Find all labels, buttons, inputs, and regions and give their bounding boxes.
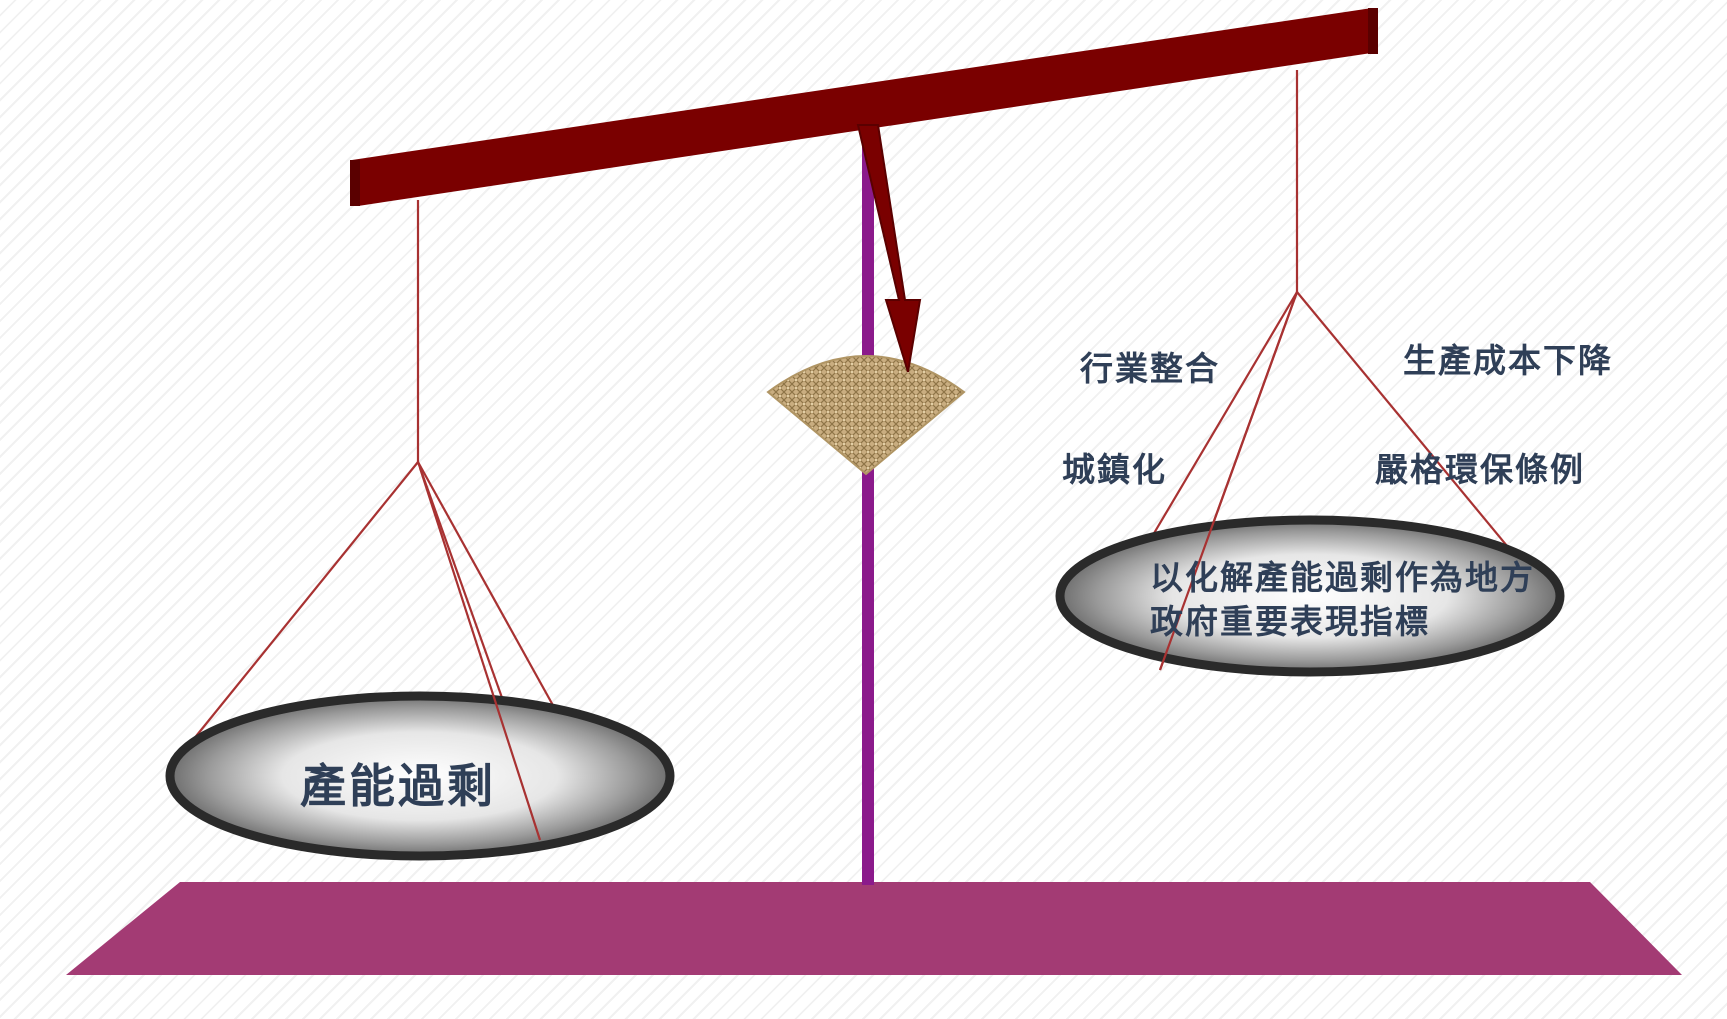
front-strings	[418, 291, 1299, 841]
scale-base	[66, 882, 1682, 975]
factor-industry-consolidation: 行業整合	[1080, 349, 1220, 388]
right-pan-label-line2: 政府重要表現指標	[1150, 602, 1430, 641]
factor-strict-environment-rules: 嚴格環保條例	[1375, 450, 1585, 489]
left-pan	[165, 691, 675, 861]
scale-beam	[352, 8, 1378, 206]
left-pan-label: 產能過剩	[300, 759, 496, 813]
factor-urbanization: 城鎮化	[1062, 450, 1167, 489]
pointer-arrow	[856, 124, 922, 373]
scale-post	[862, 140, 874, 885]
right-pan-label-line1: 以化解產能過剩作為地方	[1150, 558, 1535, 597]
right-pan	[1055, 515, 1565, 677]
counterweight	[766, 355, 966, 476]
left-pan-strings	[179, 200, 561, 839]
factor-cost-reduction: 生產成本下降	[1403, 341, 1613, 380]
right-pan-label: 以化解產能過剩作為地方 政府重要表現指標	[1150, 556, 1535, 644]
